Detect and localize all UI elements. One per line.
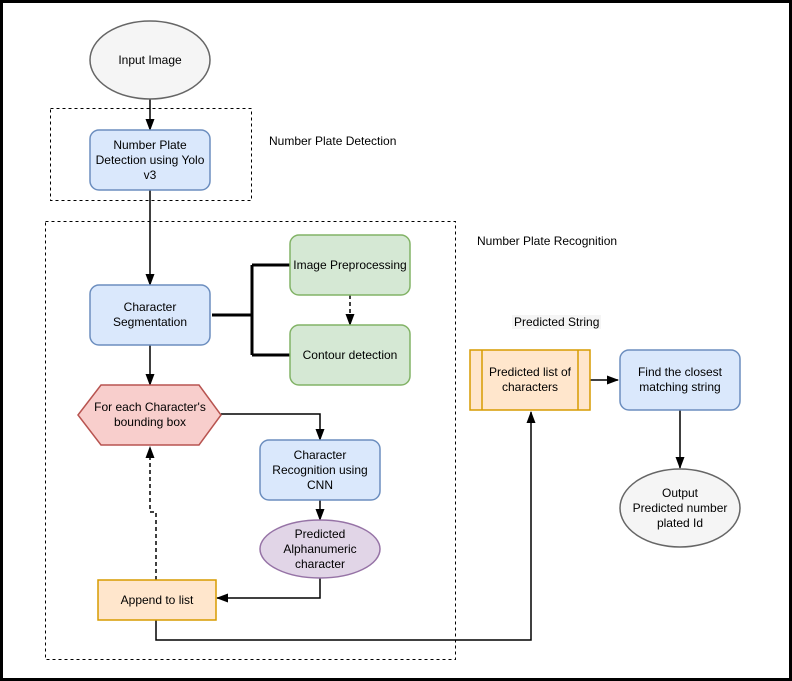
node-predicted-list-shape (469, 349, 591, 411)
detection-group-box (50, 108, 252, 201)
edge-append-to-predicted-list (155, 411, 536, 641)
node-image-preprocessing-shape (289, 234, 411, 296)
node-contour-detection-shape (289, 324, 411, 386)
node-find-closest-shape (619, 349, 741, 411)
edge-predicted-char-to-append (216, 578, 321, 603)
node-input-image-shape (89, 20, 211, 100)
predicted-string-label: Predicted String (512, 315, 602, 329)
node-output-shape (619, 468, 741, 548)
node-yolo-shape (89, 129, 211, 191)
flowchart-svg (45, 20, 741, 660)
recognition-group-box (45, 221, 456, 660)
edge-loop-to-cnn (221, 413, 325, 441)
node-cnn-shape (259, 439, 381, 501)
node-char-segmentation-shape (89, 284, 211, 346)
edge-append-back-to-loop (145, 446, 157, 580)
edge-segmentation-branch (212, 263, 290, 357)
recognition-group-label: Number Plate Recognition (477, 234, 618, 248)
detection-group-label: Number Plate Detection (269, 134, 397, 148)
node-for-each-character-shape (77, 384, 222, 446)
node-predicted-list-bars (481, 350, 579, 410)
node-predicted-character-shape (259, 519, 381, 579)
node-append-to-list-shape (97, 579, 217, 621)
